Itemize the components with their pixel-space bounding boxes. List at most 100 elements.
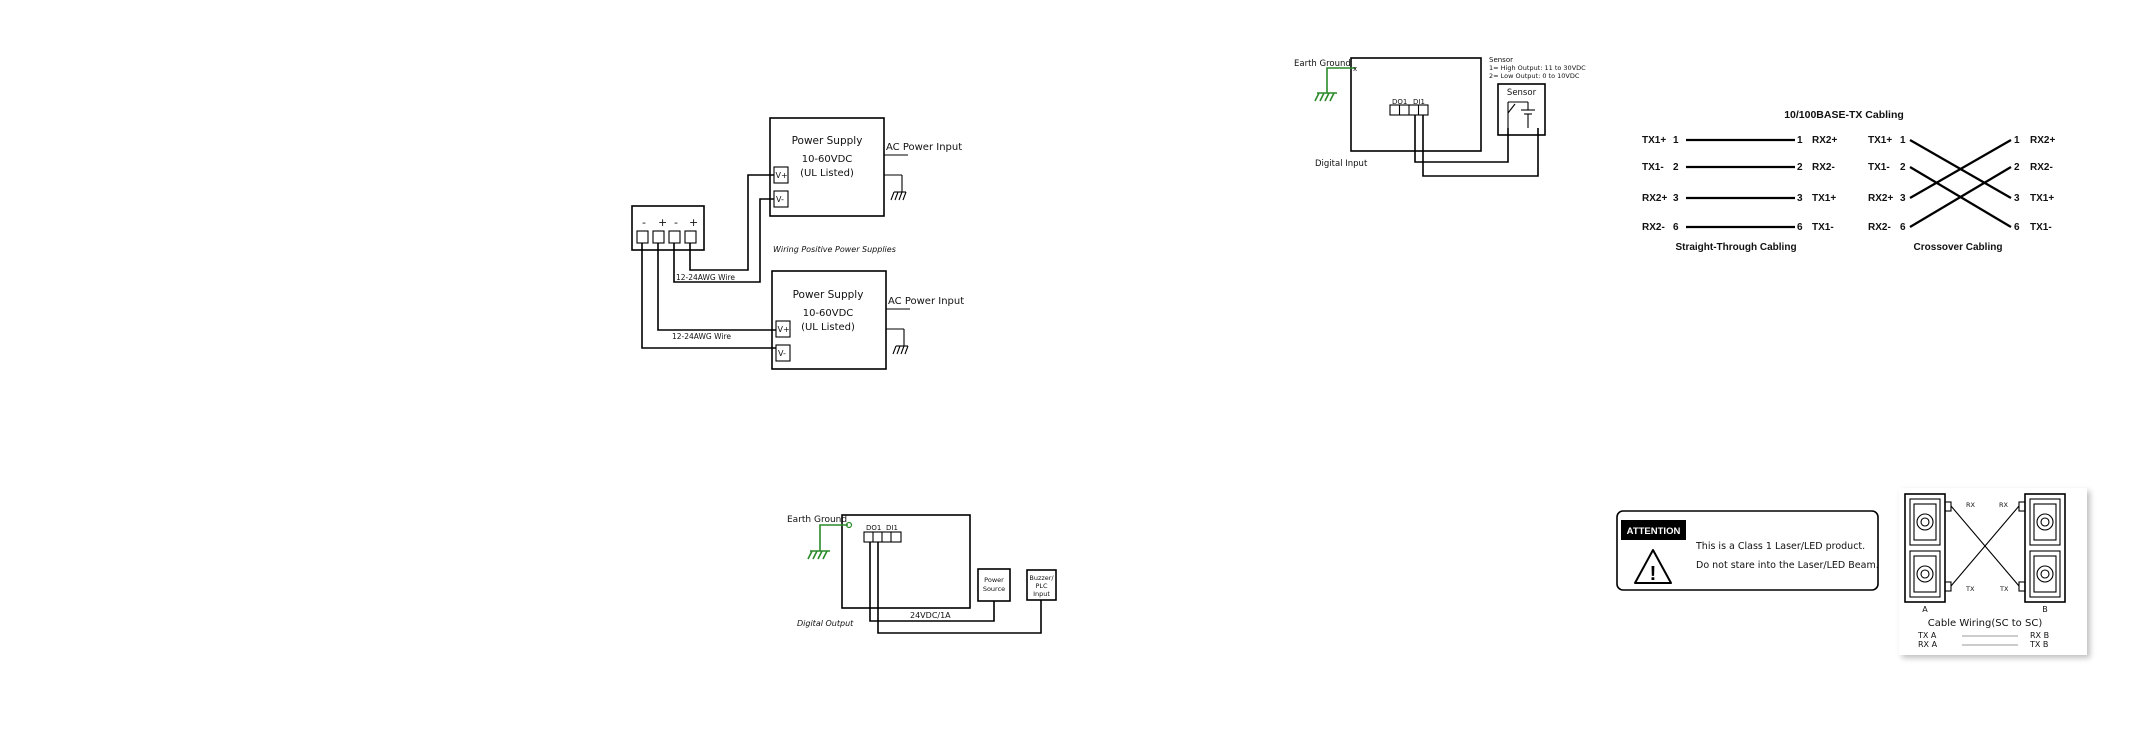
digital-output-caption: Digital Output <box>797 619 854 628</box>
cabling-title: 10/100BASE-TX Cabling <box>1784 109 1904 121</box>
attention-line2: Do not stare into the Laser/LED Beam. <box>1696 560 1879 571</box>
ground-icon <box>1314 92 1337 102</box>
power-supply-box-upper <box>769 117 885 217</box>
pin-signal-label: RX2+ <box>1868 193 1893 204</box>
power-supply-voltage: 10-60VDC <box>803 308 854 319</box>
wire <box>1909 139 2012 199</box>
pin-signal-label: TX1+ <box>1868 135 1892 146</box>
power-supply-wiring-diagram: - + - + Power Supply 10-60VDC (UL Listed… <box>631 117 964 370</box>
pin-number: 2 <box>2014 162 2020 173</box>
pin-signal-label: RX2- <box>2030 162 2053 173</box>
wire-gauge-label: 12-24AWG Wire <box>672 332 731 341</box>
pin-number: 6 <box>2014 222 2020 233</box>
vminus-terminal <box>775 344 791 362</box>
sc-wiring-row-label: RX A <box>1918 640 1938 649</box>
connection-mark: x <box>1353 65 1357 73</box>
pin-number: 3 <box>1673 193 1679 204</box>
pin-number: 2 <box>1900 162 1906 173</box>
power-supply-caption: Wiring Positive Power Supplies <box>773 245 896 254</box>
pin-number: 3 <box>1797 193 1803 204</box>
ac-power-input-label: AC Power Input <box>888 296 964 307</box>
attention-notice: ATTENTION ! This is a Class 1 Laser/LED … <box>1616 510 1879 591</box>
power-supply-listing: (UL Listed) <box>800 168 854 179</box>
terminal-screw <box>684 230 697 244</box>
connector-a-label: A <box>1922 605 1928 614</box>
pin-number: 3 <box>1900 193 1906 204</box>
sc-wiring-row-label: TX A <box>1917 631 1937 640</box>
pin-number: 1 <box>2014 135 2020 146</box>
pin-signal-label: TX1- <box>1812 222 1834 233</box>
pin-number: 2 <box>1673 162 1679 173</box>
rx-label: RX <box>1966 501 1976 509</box>
device-box <box>1350 57 1482 152</box>
ground-icon <box>890 191 907 201</box>
power-source-label: Power <box>984 576 1004 584</box>
terminal-label: + <box>689 216 698 229</box>
pin-signal-label: RX2+ <box>1812 135 1837 146</box>
pin-signal-label: RX2- <box>1868 222 1891 233</box>
power-source-label: Source <box>983 585 1005 593</box>
pin-number: 1 <box>1673 135 1679 146</box>
sensor-low-output: 2= Low Output: 0 to 10VDC <box>1489 72 1580 80</box>
sensor-heading: Sensor <box>1489 56 1513 64</box>
sensor-box <box>1497 83 1546 136</box>
fiber-cross-line <box>1950 505 2020 587</box>
di1-label: DI1 <box>886 524 898 532</box>
sensor-box-label: Sensor <box>1507 88 1537 98</box>
pin-signal-label: TX1- <box>1642 162 1664 173</box>
pin-signal-label: TX1+ <box>1812 193 1836 204</box>
pin-signal-label: TX1- <box>2030 222 2052 233</box>
attention-line1: This is a Class 1 Laser/LED product. <box>1695 541 1865 552</box>
terminal-screw <box>668 230 681 244</box>
device-box <box>841 514 971 609</box>
do1-label: DO1 <box>866 524 881 532</box>
attention-header-bg <box>1621 520 1686 540</box>
pin-number: 1 <box>1797 135 1803 146</box>
sensor-high-output: 1= High Output: 11 to 30VDC <box>1489 64 1586 72</box>
earth-ground-label: Earth Ground <box>1294 59 1351 69</box>
pin-number: 3 <box>2014 193 2020 204</box>
terminal-label: - <box>642 216 646 229</box>
terminal-screw <box>636 230 649 244</box>
terminal-label: - <box>674 216 678 229</box>
crossover-diagram: TX1+ TX1- RX2+ RX2- 1 2 3 6 1 2 3 6 RX2+… <box>1868 135 2055 253</box>
wire-gauge-label: 12-24AWG Wire <box>676 273 735 282</box>
attention-header: ATTENTION <box>1627 526 1681 537</box>
ground-icon <box>807 550 830 560</box>
sc-connector-a <box>1904 493 1952 603</box>
warning-triangle-icon: ! <box>1634 549 1672 585</box>
pin-number: 6 <box>1797 222 1803 233</box>
do1-label: DO1 <box>1392 98 1407 106</box>
vminus-label: V- <box>778 349 786 358</box>
pin-number: 2 <box>1797 162 1803 173</box>
sc-wiring-row-label: TX B <box>2029 640 2048 649</box>
tx-label: TX <box>1999 585 2009 593</box>
digital-input-diagram: Earth Ground x DO1 DI1 Sensor 1= High Ou… <box>1294 56 1586 177</box>
buzzer-label: Buzzer/ <box>1029 574 1054 582</box>
pin-signal-label: TX1+ <box>2030 193 2054 204</box>
svg-text:!: ! <box>1650 563 1657 585</box>
pin-signal-label: RX2+ <box>2030 135 2055 146</box>
wire <box>1909 166 2012 228</box>
pin-number: 6 <box>1673 222 1679 233</box>
vplus-terminal <box>775 320 791 338</box>
straight-through-diagram: TX1+ TX1- RX2+ RX2- 1 2 3 6 1 2 3 6 RX2+… <box>1642 135 1837 253</box>
vminus-label: V- <box>776 195 784 204</box>
pin-signal-label: TX1+ <box>1642 135 1666 146</box>
earth-ground-label: Earth Ground <box>787 515 847 525</box>
di1-label: DI1 <box>1413 98 1425 106</box>
sc-wiring-row-label: RX B <box>2030 631 2049 640</box>
vplus-label: V+ <box>776 171 788 180</box>
terminal-label: + <box>658 216 667 229</box>
sensor-switch-icon <box>1507 101 1535 128</box>
vplus-label: V+ <box>778 325 790 334</box>
ground-icon <box>892 345 909 355</box>
power-supply-box-lower <box>771 270 887 370</box>
digital-output-diagram: Earth Ground DO1 DI1 Power Source Buzzer… <box>787 514 1057 634</box>
pin-signal-label: RX2- <box>1812 162 1835 173</box>
tx-label: TX <box>1965 585 1975 593</box>
buzzer-label: Input <box>1033 590 1050 598</box>
pin-number: 1 <box>1900 135 1906 146</box>
power-supply-listing: (UL Listed) <box>801 322 855 333</box>
